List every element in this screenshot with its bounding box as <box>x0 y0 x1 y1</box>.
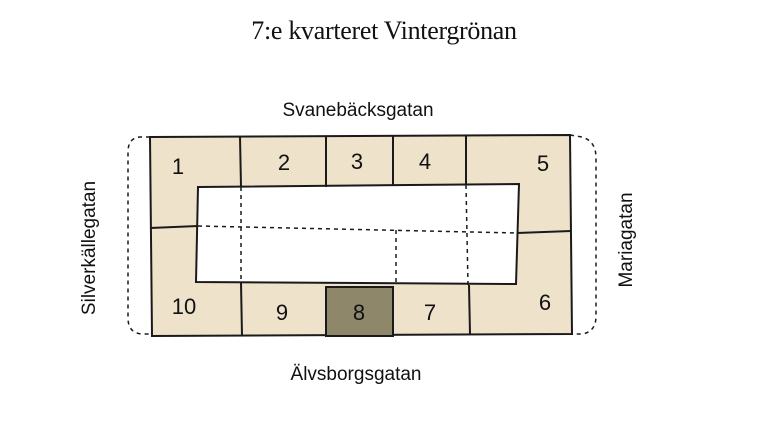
street-east: Mariagatan <box>616 192 637 287</box>
interior-boundaries <box>197 184 518 286</box>
courtyard <box>194 182 521 286</box>
street-south: Älvsborgsgatan <box>291 364 422 385</box>
map-title: 7:e kvarteret Vintergrönan <box>251 16 517 45</box>
lot-label-9: 9 <box>276 300 288 325</box>
lot-label-8: 8 <box>353 300 365 325</box>
lot-label-1: 1 <box>172 154 184 179</box>
street-west: Silverkällegatan <box>79 181 100 315</box>
lot-label-2: 2 <box>278 150 290 175</box>
lot-8-highlight[interactable] <box>325 286 394 337</box>
lot-label-5: 5 <box>537 151 549 176</box>
lot-label-3: 3 <box>351 149 363 174</box>
lot-label-4: 4 <box>419 149 431 174</box>
street-north: Svanebäcksgatan <box>282 100 433 121</box>
lot-boundaries <box>149 136 572 337</box>
lot-label-10: 10 <box>172 294 196 319</box>
lot-label-6: 6 <box>539 290 551 315</box>
street-edges <box>127 134 597 335</box>
lot-label-7: 7 <box>424 300 436 325</box>
